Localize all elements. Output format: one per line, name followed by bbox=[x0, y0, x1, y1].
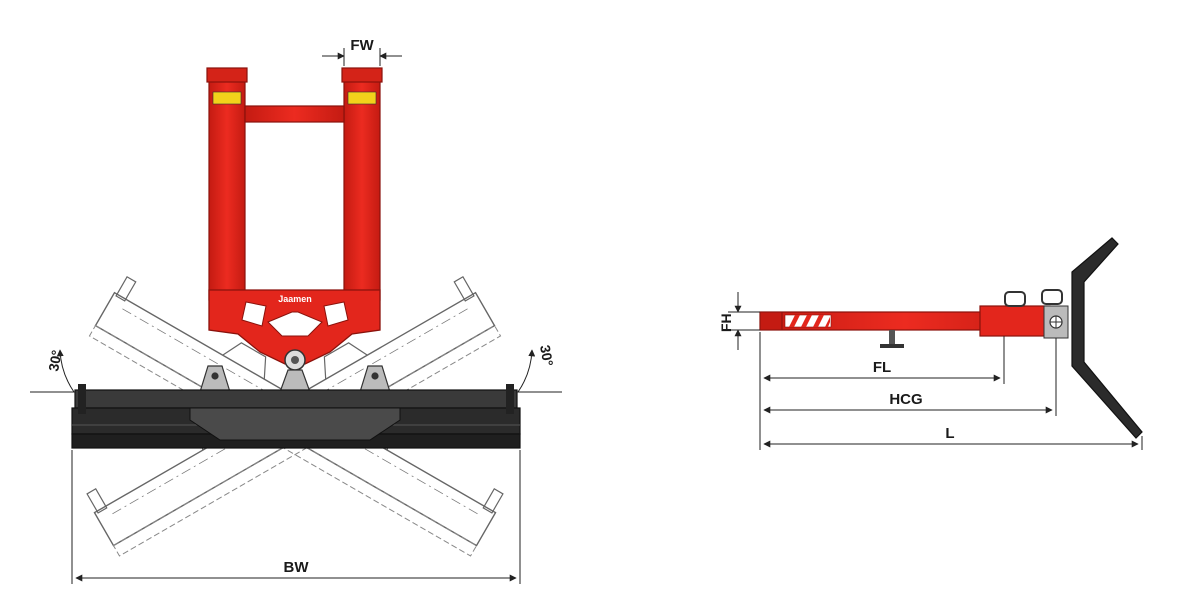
hazard-stripes bbox=[784, 314, 832, 328]
fw-dimension bbox=[322, 48, 402, 66]
blade-profile bbox=[1071, 237, 1143, 439]
side-view: FH FL HCG L bbox=[718, 237, 1143, 450]
fh-dimension bbox=[728, 292, 760, 350]
top-view: Jaamen FW bbox=[30, 37, 562, 584]
hcg-dimension bbox=[763, 338, 1057, 416]
fh-label: FH bbox=[718, 313, 734, 332]
angle-right-dimension bbox=[516, 349, 562, 393]
angle-left-label: 30° bbox=[45, 349, 64, 373]
l-label: L bbox=[945, 425, 954, 442]
brand-mark: Jaamen bbox=[278, 294, 312, 304]
fw-label: FW bbox=[350, 37, 374, 54]
main-blade bbox=[71, 384, 521, 449]
angle-left-dimension bbox=[30, 349, 76, 393]
pivot-brackets bbox=[199, 365, 391, 393]
fl-dimension bbox=[759, 332, 1005, 450]
fl-label: FL bbox=[873, 359, 891, 376]
bw-dimension bbox=[71, 450, 521, 584]
bw-label: BW bbox=[284, 559, 310, 576]
l-dimension bbox=[763, 436, 1143, 450]
red-frame bbox=[206, 67, 383, 371]
hcg-label: HCG bbox=[889, 391, 922, 408]
angle-right-label: 30° bbox=[537, 344, 556, 368]
